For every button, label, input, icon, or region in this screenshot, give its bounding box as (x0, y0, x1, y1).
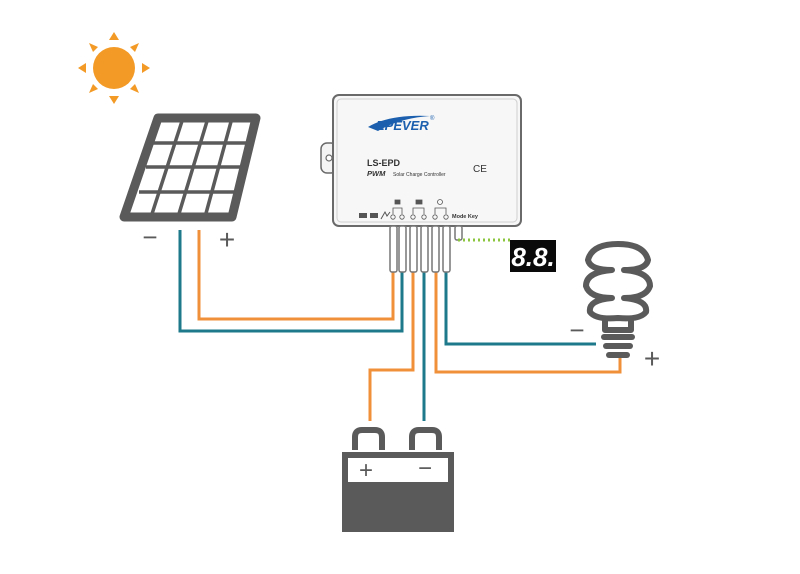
solar-terminal-icon (394, 199, 401, 205)
model-name: LS-EPD (367, 158, 401, 168)
battery-terminal-icon (415, 199, 423, 205)
panel-minus-label: − (142, 222, 157, 252)
controller-type-suffix: Solar Charge Controller (393, 172, 446, 178)
controller-type-prefix: PWM (367, 169, 386, 178)
light-bulb-icon (583, 241, 653, 333)
solar-panel (119, 113, 261, 222)
terminal-leads (389, 225, 451, 273)
sun-icon (78, 32, 150, 104)
brand-logo: EPEVER (376, 118, 429, 133)
terminal-symbols (390, 199, 449, 220)
load-plus-label: + (644, 343, 660, 374)
bulb-base (601, 334, 635, 358)
mode-key-cable (454, 225, 463, 241)
load-status-icon (380, 210, 391, 220)
charge-controller (320, 94, 522, 227)
wires (178, 230, 622, 421)
registered-mark: ® (430, 115, 435, 122)
ce-mark: CE (473, 164, 487, 175)
led-display (510, 240, 556, 272)
solar-status-icon (359, 213, 367, 218)
solar-positive-wire (197, 230, 395, 321)
status-icons (359, 210, 391, 220)
load-negative-wire (444, 272, 596, 346)
battery-minus-label: − (418, 455, 432, 482)
load-positive-wire (434, 272, 622, 374)
battery-status-icon (370, 213, 378, 218)
battery-icon (342, 427, 454, 532)
battery-plus-label: + (359, 457, 373, 484)
mode-key-label[interactable]: Mode Key (452, 214, 479, 220)
battery-positive-wire (368, 272, 415, 421)
panel-plus-label: + (219, 224, 235, 255)
display-readout: 8.8. (511, 242, 554, 272)
bulb-terminal-icon (437, 199, 443, 205)
solar-negative-wire (178, 230, 404, 333)
load-minus-label: − (569, 315, 584, 345)
